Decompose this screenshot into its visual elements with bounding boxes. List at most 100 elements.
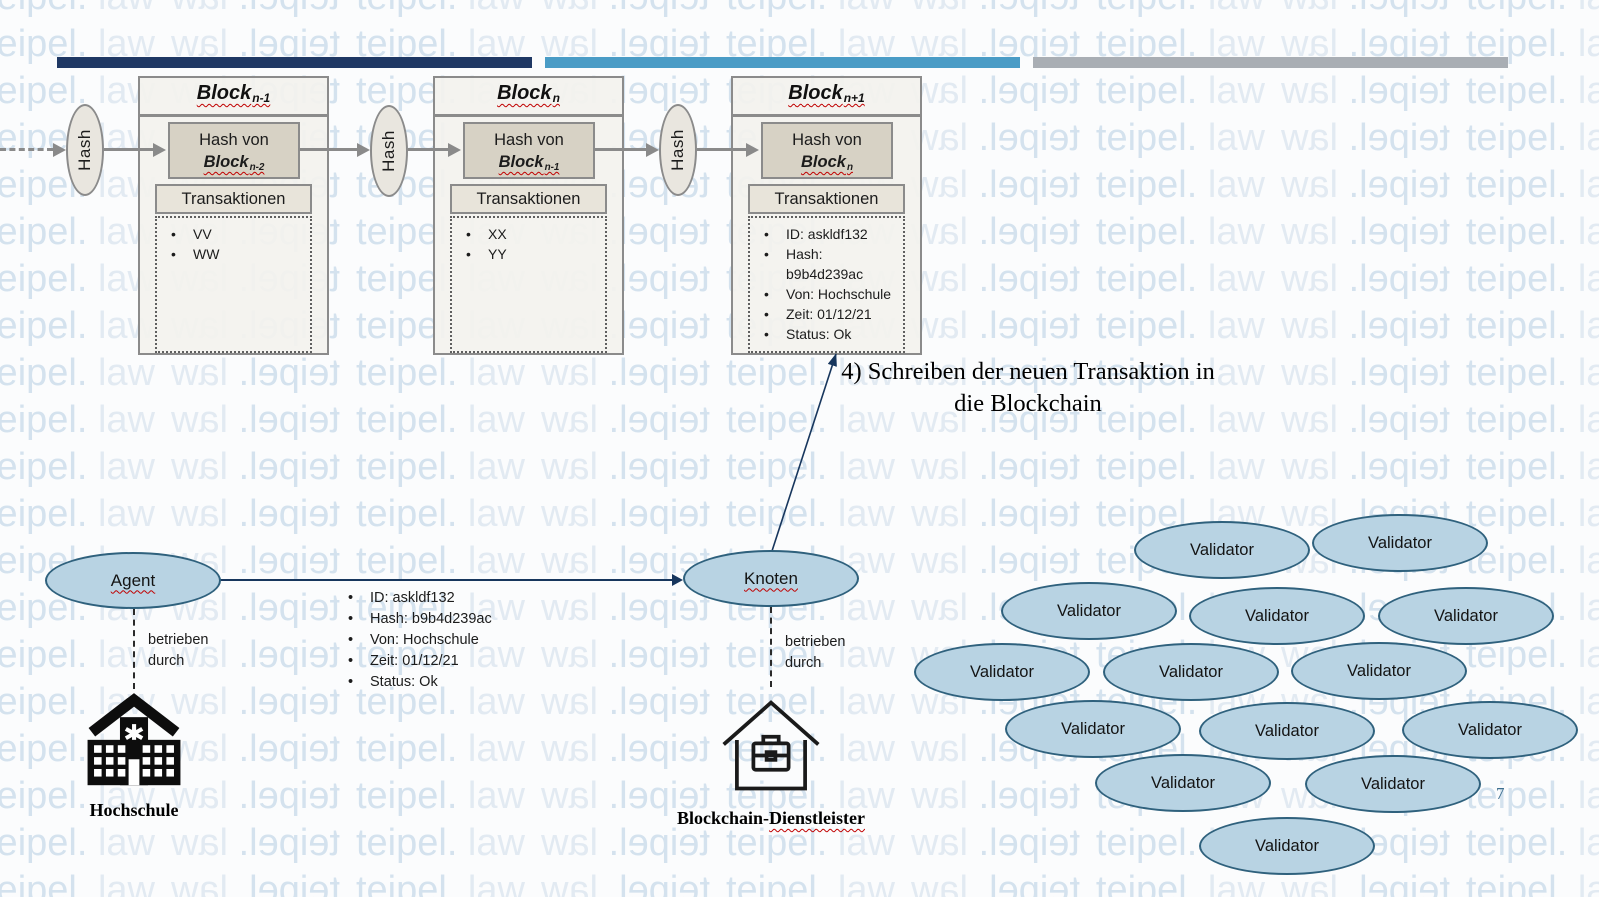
chain-arrow [697, 148, 746, 151]
validator-label: Validator [1151, 773, 1215, 792]
watermark-text-mirrored: teipel. law [910, 211, 1080, 253]
transaction-detail: Hash: b9b4d239ac [336, 609, 556, 630]
watermark-text-mirrored: teipel. law [910, 164, 1080, 206]
agent-node: Agent [45, 552, 221, 609]
school-building-icon: ✱ [80, 688, 188, 796]
watermark-text-mirrored: teipel. law [540, 869, 710, 897]
agent-label: Agent [110, 570, 156, 590]
watermark-text: teipel. law [0, 305, 155, 347]
block-n-1: Blockn-1 Hash von Blockn-2 Transaktionen… [138, 76, 329, 355]
validator-node: Validator [1199, 702, 1375, 760]
watermark-text-mirrored: teipel. law [540, 446, 710, 488]
watermark-text-mirrored: teipel. law [170, 399, 340, 441]
hash-box-line2: Blockn [801, 153, 853, 173]
watermark-text-mirrored: teipel. law [910, 258, 1080, 300]
hash-box-line1: Hash von [199, 131, 269, 149]
hash-ellipse-1: Hash [66, 104, 104, 196]
watermark-text-mirrored: teipel. law [540, 399, 710, 441]
agent-operated-by-label: betrieben durch [148, 632, 209, 669]
watermark-text: teipel. law [1465, 399, 1599, 441]
watermark-text: teipel. law [1465, 70, 1599, 112]
watermark-text: teipel. law [1095, 305, 1265, 347]
watermark-text-mirrored: teipel. law [540, 634, 710, 676]
watermark-text-mirrored: teipel. law [170, 352, 340, 394]
block-n: Blockn Hash von Blockn-1 Transaktionen X… [433, 76, 624, 355]
transactions-header: Transaktionen [748, 184, 905, 214]
transaction-item: Status: Ok [750, 324, 903, 344]
validator-node: Validator [914, 643, 1090, 701]
watermark-text-mirrored: teipel. law [1280, 258, 1450, 300]
watermark-text-mirrored: teipel. law [1280, 211, 1450, 253]
watermark-text: teipel. law [355, 446, 525, 488]
caption-suffix: Dienstleister [769, 808, 865, 828]
validator-label: Validator [970, 662, 1034, 681]
validator-label: Validator [1190, 540, 1254, 559]
watermark-text: teipel. law [1095, 446, 1265, 488]
watermark-text-mirrored: teipel. law [171, 0, 340, 21]
transaction-item: Hash: b9b4d239ac [750, 244, 903, 284]
watermark-text-mirrored: teipel. law [540, 352, 710, 394]
hash-ellipse-2: Hash [370, 105, 408, 197]
watermark-text-mirrored: teipel. law [170, 681, 340, 723]
watermark-text: teipel. law [1466, 0, 1599, 21]
watermark-text: teipel. law [355, 728, 525, 770]
watermark-text-mirrored: teipel. law [910, 117, 1080, 159]
transaction-item: ID: askldf132 [750, 224, 903, 244]
watermark-text: teipel. law [1095, 211, 1265, 253]
validator-label: Validator [1057, 601, 1121, 620]
validator-label: Validator [1245, 606, 1309, 625]
validator-label: Validator [1434, 606, 1498, 625]
transactions-body: VV WW [155, 216, 312, 353]
annotation-line1: 4) Schreiben der neuen Transaktion in [841, 358, 1215, 385]
transactions-body: ID: askldf132 Hash: b9b4d239ac Von: Hoch… [748, 216, 905, 353]
knoten-node: Knoten [683, 550, 859, 607]
watermark-text: teipel. law [1095, 117, 1265, 159]
watermark-text: teipel. law [1465, 822, 1599, 864]
watermark-text: teipel. law [1095, 164, 1265, 206]
transaction-detail: Zeit: 01/12/21 [336, 651, 556, 672]
caption-prefix: Blockchain- [677, 808, 770, 828]
validator-node: Validator [1378, 587, 1554, 645]
watermark-text: teipel. law [1465, 211, 1599, 253]
watermark-text-mirrored: teipel. law [1280, 70, 1450, 112]
validator-node: Validator [1134, 521, 1310, 579]
watermark-text: teipel. law [1095, 258, 1265, 300]
watermark-text-mirrored: teipel. law [1280, 305, 1450, 347]
watermark-text: teipel. law [1465, 869, 1599, 897]
block-title: Blockn-1 [140, 78, 327, 117]
watermark-text: teipel. law [0, 446, 155, 488]
transaction-item: Zeit: 01/12/21 [750, 304, 903, 324]
block-title: Blockn+1 [733, 78, 920, 117]
hash-box-line2: Blockn-1 [498, 153, 560, 173]
watermark-text: teipel. law [0, 399, 155, 441]
validator-node: Validator [1305, 755, 1481, 813]
previous-hash-box: Hash von Blockn [761, 122, 893, 179]
watermark-text: teipel. law [0, 211, 155, 253]
watermark-text-mirrored: teipel. law [910, 540, 1080, 582]
watermark-text: teipel. law [725, 869, 895, 897]
watermark-text: teipel. law [0, 634, 155, 676]
watermark-text-mirrored: teipel. law [1280, 117, 1450, 159]
watermark-text-mirrored: teipel. law [1280, 399, 1450, 441]
watermark-text-mirrored: teipel. law [541, 0, 710, 21]
watermark-text: teipel. law [355, 352, 525, 394]
watermark-text: teipel. law [1095, 869, 1265, 897]
top-bar-gray [1033, 57, 1508, 68]
previous-hash-box: Hash von Blockn-1 [463, 122, 595, 179]
watermark-text-mirrored: teipel. law [910, 446, 1080, 488]
annotation-line2: die Blockchain [954, 390, 1102, 417]
watermark-text-mirrored: teipel. law [540, 681, 710, 723]
watermark-text-mirrored: teipel. law [910, 822, 1080, 864]
write-transaction-arrow [771, 353, 837, 552]
arrowhead-icon [153, 143, 166, 157]
watermark-text: teipel. law [0, 493, 155, 535]
validator-node: Validator [1103, 643, 1279, 701]
transactions-body: XX YY [450, 216, 607, 353]
watermark-text-mirrored: teipel. law [540, 493, 710, 535]
arrowhead-icon [53, 143, 66, 157]
watermark-text: teipel. law [1465, 493, 1599, 535]
watermark-text-mirrored: teipel. law [170, 822, 340, 864]
agent-operator-connector [133, 609, 135, 689]
